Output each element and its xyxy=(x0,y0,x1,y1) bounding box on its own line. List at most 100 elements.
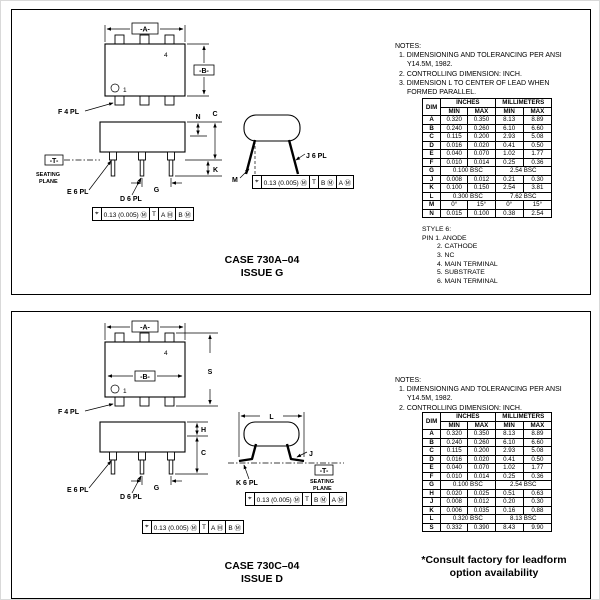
fcf-cell: 0.13 (0.005) Ⓜ xyxy=(255,493,304,505)
seating-plane-label2: PLANE xyxy=(39,179,58,185)
list-item: 6. MAIN TERMINAL xyxy=(437,278,498,286)
dim-label-b: -B- xyxy=(140,374,150,381)
dim-label-k: K xyxy=(213,167,218,174)
list-item: 1. DIMENSIONING AND TOLERANCING PER ANSI… xyxy=(399,386,562,403)
package-top-view: 1 4 xyxy=(104,34,186,106)
col-min-in: MIN xyxy=(440,106,469,116)
fcf-cell: ⌖ xyxy=(253,176,262,188)
dim-f: F 4 PL xyxy=(58,403,114,416)
dim-n: N xyxy=(187,114,222,137)
dim-s: S xyxy=(176,332,218,407)
col-dim: DIM xyxy=(421,412,442,430)
col-min-in: MIN xyxy=(440,420,469,430)
list-item: 4. MAIN TERMINAL xyxy=(437,260,498,268)
case-730c-drawing: 1 4 -A- -B- xyxy=(58,320,344,501)
fcf-cell: 0.13 (0.005) Ⓜ xyxy=(262,176,311,188)
fcf-cell: ⌖ xyxy=(93,208,102,220)
dim-label-a: -A- xyxy=(140,325,150,332)
datum-t-label: -T- xyxy=(320,468,329,475)
dim-label-g: G xyxy=(154,485,160,492)
package-front-view xyxy=(99,121,186,177)
dim-m: M xyxy=(232,168,250,184)
seating-plane: -T- SEATING PLANE xyxy=(228,462,344,492)
col-min-mm: MIN xyxy=(494,106,524,116)
package-front-view xyxy=(99,421,186,475)
notes-list: 1. DIMENSIONING AND TOLERANCING PER ANSI… xyxy=(399,51,579,97)
col-group-inches: INCHES xyxy=(440,412,496,422)
dimension-table-b: DIM INCHES MILLIMETERS MIN MAX MIN MAX A… xyxy=(421,412,553,532)
dim-label-g: G xyxy=(154,187,160,194)
notes-list: 1. DIMENSIONING AND TOLERANCING PER ANSI… xyxy=(399,385,579,413)
dim-label-c: C xyxy=(212,111,217,118)
list-item: 2. CONTROLLING DIMENSION: INCH. xyxy=(399,404,522,412)
case-number-b: CASE 730C–04 xyxy=(224,560,300,572)
list-item: 2. CONTROLLING DIMENSION: INCH. xyxy=(399,70,522,78)
case-caption-b: CASE 730C–04 ISSUE D xyxy=(162,560,362,586)
dim-d: D 6 PL xyxy=(120,475,143,501)
col-max-in: MAX xyxy=(467,106,496,116)
col-max-mm: MAX xyxy=(522,420,553,430)
dim-b: -B- xyxy=(187,43,215,97)
dim-label-l: L xyxy=(269,414,274,421)
dim-label-j: J 6 PL xyxy=(306,153,327,160)
package-top-view: 1 4 xyxy=(104,332,186,407)
fcf-cell: 0.13 (0.005) Ⓜ xyxy=(152,521,201,533)
dim-label-b: -B- xyxy=(199,68,209,75)
dim-j: J xyxy=(296,451,313,458)
pin1-indicator xyxy=(110,384,120,394)
style-title: STYLE 6: xyxy=(422,226,452,233)
dim-l: L xyxy=(238,412,305,457)
fcf-cell: B Ⓜ xyxy=(312,493,330,505)
fcf-cell: T xyxy=(150,208,160,220)
seating-plane-label: SEATING xyxy=(36,172,60,178)
case-730a-drawing: 1 4 -A- -B- xyxy=(36,22,327,203)
list-item: 2. CATHODE xyxy=(437,243,478,251)
col-group-inches: INCHES xyxy=(440,98,496,108)
dim-label-d: D 6 PL xyxy=(120,494,143,501)
dim-label-d: D 6 PL xyxy=(120,196,143,203)
fcf-cell: B Ⓜ xyxy=(178,212,191,219)
dim-label-f: F 4 PL xyxy=(58,409,80,416)
col-min-mm: MIN xyxy=(494,420,524,430)
seating-plane-label2: PLANE xyxy=(313,486,332,492)
fcf-cell: B Ⓜ xyxy=(319,176,337,188)
col-group-mm: MILLIMETERS xyxy=(494,98,553,108)
dim-a: -A- xyxy=(104,320,186,340)
col-max-mm: MAX xyxy=(522,106,553,116)
fcf-cell: ⌖ xyxy=(246,493,255,505)
notes-title: NOTES: xyxy=(395,377,422,384)
notes-block-a: NOTES: 1. DIMENSIONING AND TOLERANCING P… xyxy=(395,42,579,97)
package-end-view xyxy=(243,114,301,178)
fcf-cell: A Ⓜ xyxy=(331,497,344,504)
dimension-table-a: DIM INCHES MILLIMETERS MIN MAX MIN MAX A… xyxy=(421,98,553,218)
case-caption-a: CASE 730A–04 ISSUE G xyxy=(162,254,362,280)
datum-t-label: -T- xyxy=(50,158,59,165)
col-max-in: MAX xyxy=(467,420,496,430)
dim-label-s: S xyxy=(208,369,213,376)
dim-label-m: M xyxy=(232,177,238,184)
dim-a: -A- xyxy=(104,22,186,42)
case-730a-panel: 1 4 -A- -B- xyxy=(11,9,591,295)
dim-label-e: E 6 PL xyxy=(67,487,89,494)
pin1-indicator xyxy=(110,83,120,93)
